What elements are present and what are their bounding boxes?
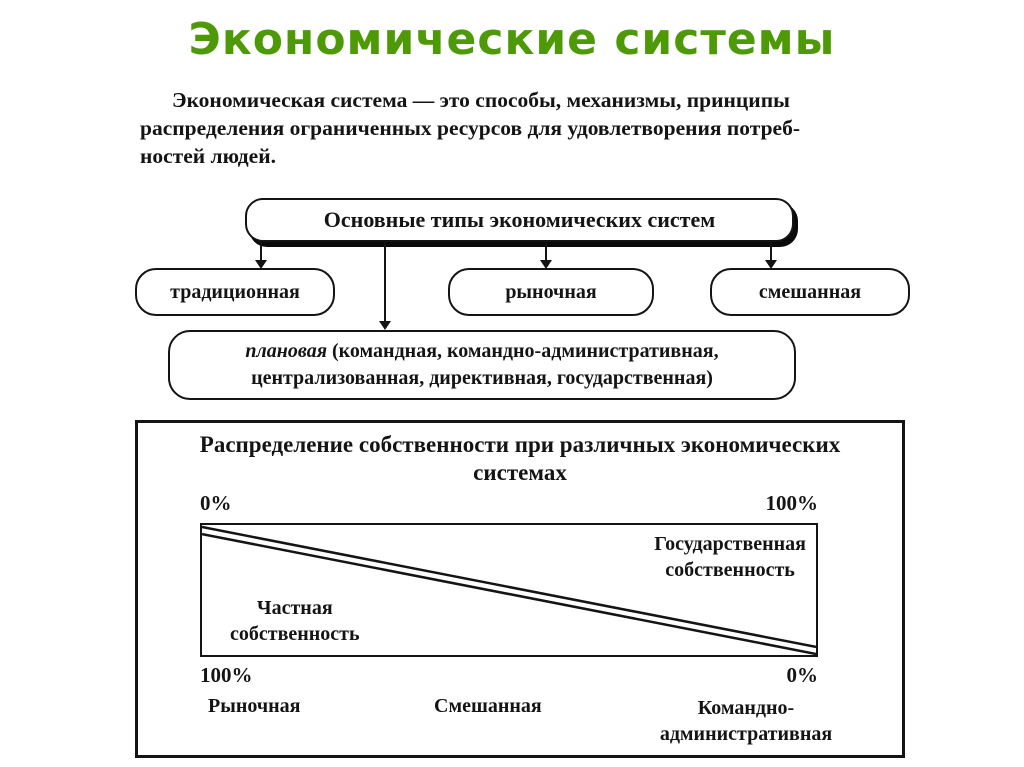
node-mixed: смешанная [710, 268, 910, 316]
slide-title: Экономические системы [188, 14, 836, 65]
node-market-label: рыночная [505, 280, 597, 303]
arrow-shaft [769, 242, 773, 260]
private-property-line-2: собственность [230, 623, 360, 645]
private-property-label: Частная собственность [230, 595, 360, 647]
arrow-shaft [383, 242, 387, 321]
node-market: рыночная [448, 268, 654, 316]
definition-line-2: распределения ограниченных ресурсов для … [140, 116, 800, 140]
node-planned-line-2: централизованная, директивная, государст… [251, 367, 713, 389]
ownership-title: Распределение собственности при различны… [138, 431, 902, 487]
node-traditional-label: традиционная [170, 280, 300, 303]
definition-line1-rest: — это способы, механизмы, принципы [407, 88, 790, 112]
arrow-head-icon [254, 260, 267, 269]
bottom-left-percent: 100% [200, 663, 253, 687]
state-property-line-2: собственность [665, 559, 795, 581]
planned-term: плановая [245, 340, 328, 362]
axis-label-command: Командно- административная [659, 697, 833, 745]
arrow-shaft [259, 242, 263, 260]
ownership-panel: Распределение собственности при различны… [135, 420, 905, 758]
arrow-head-icon [764, 260, 777, 269]
state-property-label: Государственная собственность [654, 531, 806, 583]
root-node: Основные типы экономических систем [245, 198, 794, 242]
top-left-percent: 0% [200, 491, 232, 515]
definition-line-3: ностей людей. [140, 144, 276, 168]
node-traditional: традиционная [135, 268, 335, 316]
node-mixed-label: смешанная [758, 280, 862, 303]
definition-paragraph: Экономическая система — это способы, мех… [140, 86, 940, 170]
ownership-title-line-1: Распределение собственности при различны… [199, 432, 841, 457]
top-right-percent: 100% [765, 491, 819, 515]
root-node-label: Основные типы экономических систем [323, 207, 716, 232]
axis-label-market: Рыночная [208, 695, 301, 717]
node-planned: плановая (командная, командно-администра… [168, 330, 796, 400]
arrow-head-icon [378, 321, 391, 330]
axis-label-mixed: Смешанная [434, 695, 542, 717]
definition-term: Экономическая система [172, 88, 408, 112]
node-planned-line-1: плановая (командная, командно-администра… [245, 338, 718, 365]
ownership-chart: Государственная собственность Частная со… [200, 523, 818, 657]
arrow-shaft [544, 242, 548, 260]
state-property-line-1: Государственная [654, 533, 806, 555]
private-property-line-1: Частная [256, 597, 333, 619]
planned-line1-rest: (командная, командно-административная, [327, 340, 719, 362]
definition-line-1: Экономическая система — это способы, мех… [140, 86, 940, 114]
ownership-title-line-2: системах [473, 460, 567, 485]
arrow-head-icon [539, 260, 552, 269]
bottom-right-percent: 0% [786, 663, 819, 687]
diagonal-divider-lines [202, 525, 816, 655]
